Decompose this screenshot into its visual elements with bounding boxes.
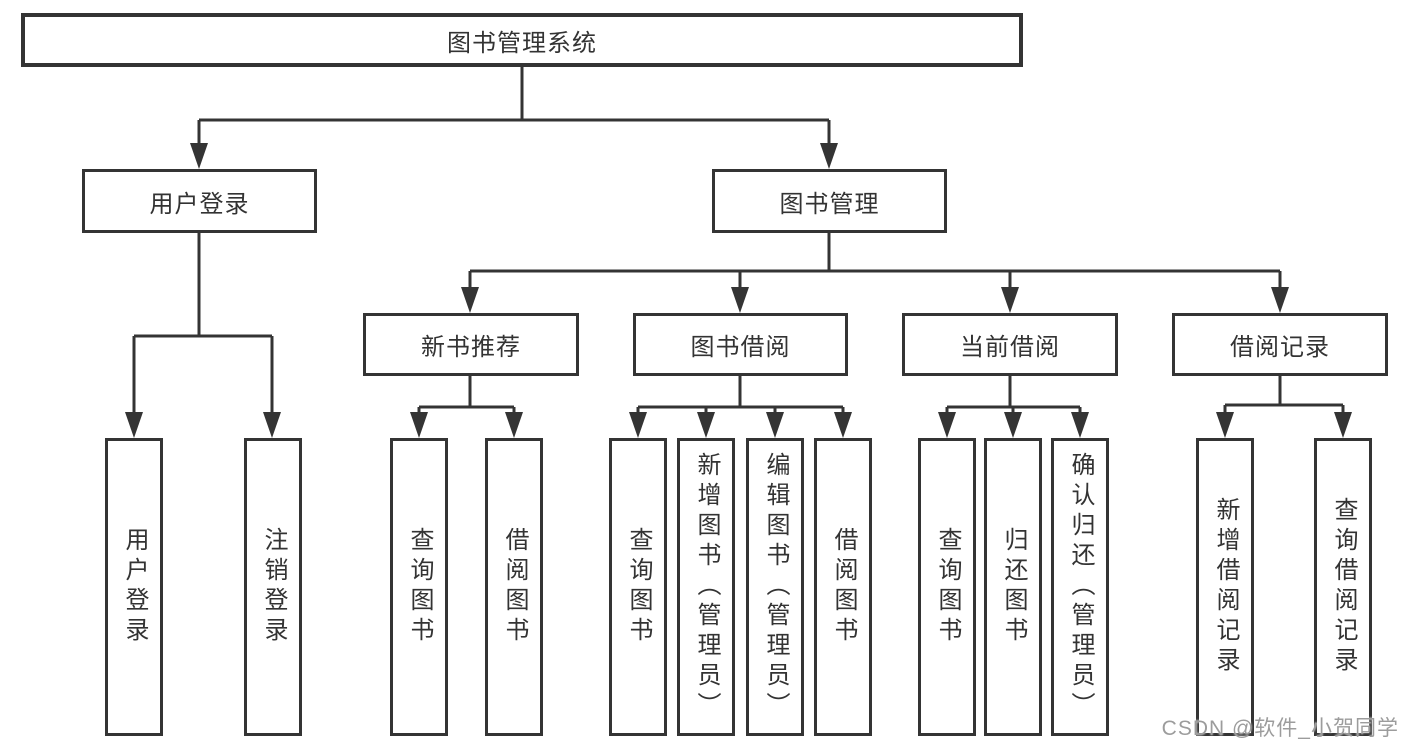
leaf-query-books-borrowing: 查询图书 xyxy=(609,438,667,736)
node-label: 查询图书 xyxy=(625,527,652,647)
leaf-add-books-admin: 新增图书（管理员） xyxy=(677,438,735,736)
node-label: 借阅记录 xyxy=(1230,334,1330,361)
node-label: 注销登录 xyxy=(260,527,287,647)
leaf-user-login: 用户登录 xyxy=(105,438,163,736)
node-label: 新书推荐 xyxy=(421,334,521,361)
node-label: 用户登录 xyxy=(121,527,148,647)
node-label: 新增借阅记录 xyxy=(1212,497,1239,677)
arrow-down-icons xyxy=(125,143,1352,438)
leaf-edit-books-admin: 编辑图书（管理员） xyxy=(746,438,804,736)
leaf-query-books-recommend: 查询图书 xyxy=(390,438,448,736)
leaf-add-borrow-record: 新增借阅记录 xyxy=(1196,438,1254,736)
node-label: 归还图书 xyxy=(1000,527,1027,647)
node-label: 借阅图书 xyxy=(830,527,857,647)
node-label: 查询图书 xyxy=(406,527,433,647)
node-book-management: 图书管理 xyxy=(712,169,947,233)
node-user-login: 用户登录 xyxy=(82,169,317,233)
node-label: 借阅图书 xyxy=(501,527,528,647)
node-label: 图书管理系统 xyxy=(447,29,597,57)
leaf-query-books-current: 查询图书 xyxy=(918,438,976,736)
node-label: 查询图书 xyxy=(934,527,961,647)
node-label: 编辑图书（管理员） xyxy=(762,452,789,722)
node-new-book-recommendation: 新书推荐 xyxy=(363,313,579,376)
node-label: 查询借阅记录 xyxy=(1330,497,1357,677)
leaf-logout: 注销登录 xyxy=(244,438,302,736)
csdn-watermark: CSDN @软件_小贺同学 xyxy=(1161,717,1399,740)
leaf-borrow-books-recommend: 借阅图书 xyxy=(485,438,543,736)
node-label: 图书借阅 xyxy=(690,334,791,361)
node-book-borrowing: 图书借阅 xyxy=(633,313,848,376)
leaf-borrow-books: 借阅图书 xyxy=(814,438,872,736)
node-library-management-system: 图书管理系统 xyxy=(21,13,1023,67)
leaf-confirm-return-admin: 确认归还（管理员） xyxy=(1051,438,1109,736)
leaf-return-books: 归还图书 xyxy=(984,438,1042,736)
node-label: 用户登录 xyxy=(149,190,250,218)
leaf-query-borrow-record: 查询借阅记录 xyxy=(1314,438,1372,736)
node-label: 当前借阅 xyxy=(960,334,1060,361)
node-label: 图书管理 xyxy=(779,190,880,218)
node-borrowing-records: 借阅记录 xyxy=(1172,313,1388,376)
node-label: 确认归还（管理员） xyxy=(1067,452,1094,722)
node-current-borrowing: 当前借阅 xyxy=(902,313,1118,376)
node-label: 新增图书（管理员） xyxy=(693,452,720,722)
